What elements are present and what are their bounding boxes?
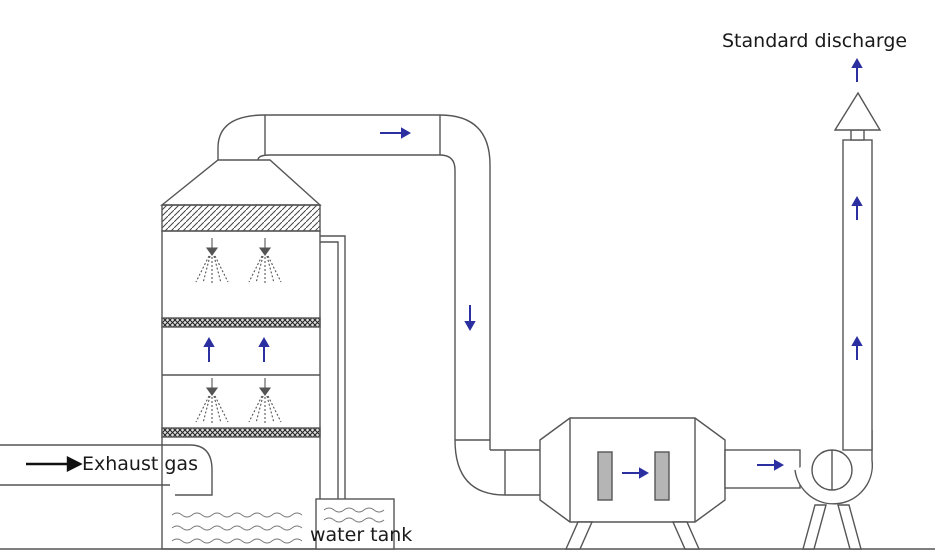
water-tank-label: water tank [310, 524, 413, 546]
arrow-icon [757, 459, 785, 471]
filter-plate-left [597, 451, 613, 501]
arrow-icon [380, 127, 412, 139]
packing-layer-upper [161, 317, 321, 328]
arrow-icon [851, 57, 863, 82]
inlet-arrow-icon [26, 456, 83, 472]
water-wave-icon [171, 507, 385, 544]
standard-discharge-label: Standard discharge [722, 30, 908, 52]
filter-plate-right [654, 451, 670, 501]
spray-nozzle-icon [195, 238, 282, 424]
water-circulation-pipe [320, 235, 346, 499]
arrow-icon [851, 335, 863, 360]
arrow-icon [851, 195, 863, 220]
filter-box [539, 417, 726, 550]
water-tank [315, 498, 395, 550]
chimney-cap [833, 91, 882, 131]
exhaust-gas-label: Exhaust gas [82, 453, 198, 475]
arrow-icon [464, 305, 476, 332]
fan-inlet-duct [724, 449, 801, 489]
arrow-icon [258, 336, 270, 362]
packing-layer-lower [161, 427, 321, 438]
top-duct [217, 114, 540, 496]
inlet-duct [0, 444, 213, 496]
arrow-icon [622, 467, 650, 479]
chimney-stack [833, 91, 882, 451]
arrow-icon [203, 336, 215, 362]
scrubber-tower [160, 159, 322, 550]
